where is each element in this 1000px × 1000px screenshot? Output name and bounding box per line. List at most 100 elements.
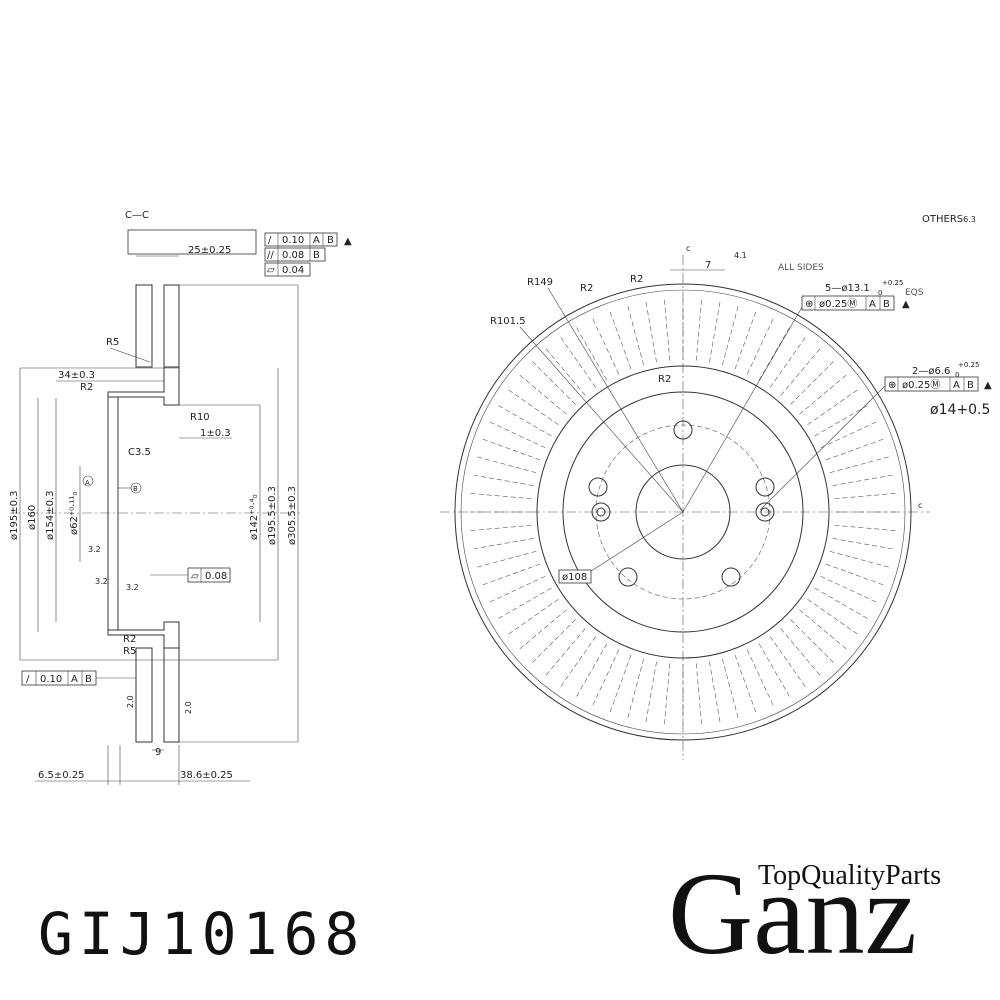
- vane: [474, 551, 537, 569]
- dim-r2-bottom: R2: [123, 634, 136, 645]
- vane: [479, 437, 541, 461]
- dim-hat-offset: 34±0.3: [58, 370, 95, 381]
- svg-text:⊕: ⊕: [805, 299, 813, 310]
- cooling-vanes: [467, 296, 899, 728]
- vane: [495, 403, 552, 437]
- svg-text:⊕: ⊕: [888, 380, 896, 391]
- svg-text:+0.25: +0.25: [882, 279, 903, 287]
- dim-step: 1±0.3: [200, 428, 231, 439]
- locating-hole: [755, 502, 775, 522]
- locating-hole-inner: [760, 507, 770, 517]
- vane: [734, 308, 758, 370]
- svg-text:▲: ▲: [344, 236, 352, 247]
- hat-edge: [562, 391, 804, 633]
- vane: [769, 636, 808, 690]
- vane: [487, 420, 546, 449]
- vane: [591, 316, 620, 375]
- vane: [558, 334, 597, 388]
- section-mark-right: c: [918, 501, 922, 510]
- svg-text:5—ø13.1: 5—ø13.1: [825, 283, 870, 294]
- vane: [758, 643, 792, 700]
- svg-text:B: B: [327, 235, 334, 246]
- vane: [591, 649, 620, 708]
- outer-edge: [454, 283, 912, 741]
- dim-d142: ø142⁺⁰·⁴₀: [249, 494, 260, 540]
- svg-text:/: /: [26, 674, 30, 685]
- inner-ring-lower: [163, 647, 180, 743]
- outer-chamfer: [460, 289, 906, 735]
- vane: [543, 628, 586, 678]
- vane: [832, 474, 896, 486]
- svg-text:▲: ▲: [984, 380, 992, 391]
- svg-text:ø0.25Ⓜ: ø0.25Ⓜ: [819, 298, 857, 310]
- center-bore: [635, 464, 731, 560]
- vane: [543, 346, 586, 396]
- vane: [722, 303, 740, 366]
- svg-text:2—ø6.6: 2—ø6.6: [912, 366, 950, 377]
- vane: [814, 587, 871, 621]
- bolt-hole: [588, 477, 608, 497]
- vane: [530, 359, 576, 405]
- svg-text:▲: ▲: [902, 299, 910, 310]
- bolt-circle: [595, 424, 771, 600]
- vane: [820, 575, 879, 604]
- rough-32a: 3.2: [88, 545, 101, 554]
- vane: [517, 372, 567, 415]
- inner-ring-upper: [163, 284, 180, 368]
- rough-20a: 2.0: [126, 695, 135, 708]
- svg-text:/: /: [268, 235, 272, 246]
- vane: [479, 563, 541, 587]
- dim-d62: ø62⁺⁰·¹¹₀: [69, 492, 80, 535]
- svg-text:A: A: [953, 380, 960, 391]
- dim-width-total: 25±0.25: [188, 245, 231, 256]
- svg-text:ø0.25Ⓜ: ø0.25Ⓜ: [902, 379, 940, 391]
- hat-lower: [107, 621, 180, 649]
- vane: [834, 524, 899, 532]
- vane: [470, 538, 534, 550]
- vane: [814, 403, 871, 437]
- vane: [834, 492, 899, 500]
- vane: [645, 661, 657, 725]
- vane: [790, 359, 836, 405]
- vane: [467, 524, 532, 532]
- svg-text:▱: ▱: [267, 265, 275, 276]
- hat-face: [107, 396, 119, 631]
- rough-32b: 3.2: [95, 577, 108, 586]
- tol-frame-top: / 0.10 A B ▲ // 0.08 B ▱ 0.04: [264, 232, 352, 277]
- bolt-holes: [588, 420, 775, 587]
- tol-parallel-value: 0.08: [282, 250, 304, 261]
- others-label: OTHERS6.3: [922, 214, 976, 225]
- vane: [709, 661, 721, 725]
- brand-tagline: TopQualityParts: [758, 860, 942, 891]
- vane: [734, 654, 758, 716]
- hat-upper: [107, 366, 180, 406]
- vane: [758, 324, 792, 381]
- vane: [807, 387, 861, 426]
- svg-text://: //: [267, 250, 274, 261]
- vane: [663, 663, 671, 728]
- bolt-hole: [618, 567, 638, 587]
- vane: [487, 575, 546, 604]
- dim-d154: ø154±0.3: [45, 491, 56, 541]
- dim-d160: ø160: [27, 505, 38, 530]
- dim-r5-bottom: R5: [123, 646, 136, 657]
- datum-b: B: [133, 485, 138, 493]
- locating-hole-inner: [596, 507, 606, 517]
- svg-text:A: A: [869, 299, 876, 310]
- vane: [832, 538, 896, 550]
- vane: [474, 455, 537, 473]
- dim-r101: R101.5: [490, 316, 526, 327]
- tol-flat-value: 0.04: [282, 265, 304, 276]
- svg-text:B: B: [883, 299, 890, 310]
- dim-r5-top: R5: [106, 337, 119, 348]
- svg-text:B: B: [967, 380, 974, 391]
- front-view: OTHERS6.3 c c 7 4.1 ALL SIDES R149 R2 R2…: [440, 214, 992, 760]
- outer-ring-upper: [135, 284, 153, 368]
- dim-r2-a: R2: [580, 283, 593, 294]
- locating-hole: [591, 502, 611, 522]
- bolt-hole: [755, 477, 775, 497]
- section-title-box: [127, 229, 257, 255]
- dim-vent: 9: [155, 747, 161, 758]
- dim-7: 7: [705, 260, 711, 271]
